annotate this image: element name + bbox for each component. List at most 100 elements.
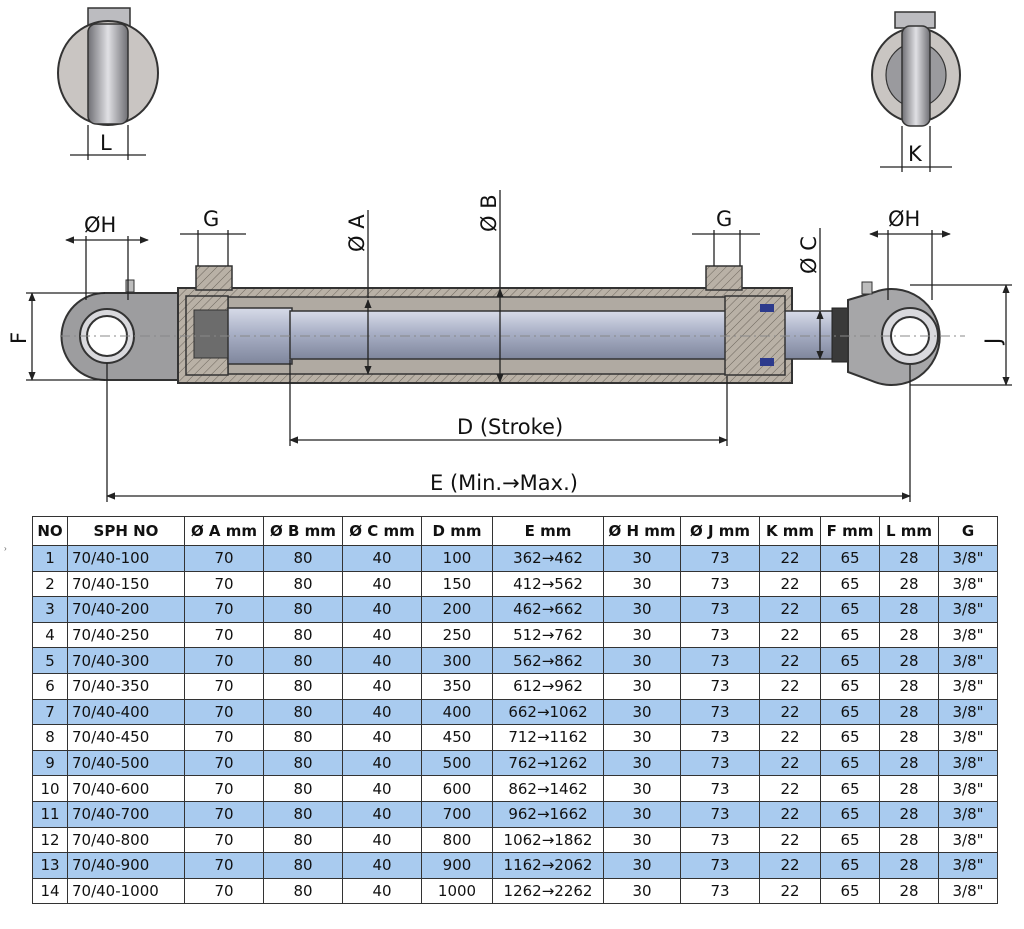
cell-l: 28 [879, 749, 939, 777]
cell-g: 3/8" [938, 545, 998, 572]
cell-b: 80 [263, 545, 343, 572]
cell-j: 73 [680, 775, 760, 802]
cell-j: 73 [680, 800, 760, 828]
cell-a: 70 [184, 647, 264, 674]
cell-f: 65 [820, 800, 880, 828]
cell-a: 70 [184, 545, 264, 572]
cell-no: 8 [32, 724, 68, 751]
cell-d: 300 [421, 647, 493, 674]
cell-f: 65 [820, 698, 880, 726]
cell-sph-no: 70/40-150 [67, 570, 185, 598]
cell-no: 3 [32, 596, 68, 623]
cell-b: 80 [263, 800, 343, 828]
cell-a: 70 [184, 852, 264, 879]
cell-d: 500 [421, 749, 493, 777]
cell-h: 30 [603, 826, 681, 854]
cell-h: 30 [603, 775, 681, 802]
cell-sph-no: 70/40-900 [67, 852, 185, 879]
cell-l: 28 [879, 647, 939, 674]
cell-k: 22 [759, 800, 821, 828]
dim-H-left: ØH [65, 213, 149, 300]
cell-f: 65 [820, 877, 880, 905]
header-j: Ø J mm [680, 516, 760, 546]
cell-j: 73 [680, 596, 760, 623]
dim-L: L [70, 125, 146, 160]
cell-k: 22 [759, 596, 821, 623]
cell-g: 3/8" [938, 698, 998, 726]
header-l: L mm [879, 516, 939, 546]
header-f: F mm [820, 516, 880, 546]
cell-b: 80 [263, 852, 343, 879]
cell-g: 3/8" [938, 724, 998, 751]
cell-l: 28 [879, 877, 939, 905]
cell-a: 70 [184, 877, 264, 905]
cell-d: 700 [421, 800, 493, 828]
cell-a: 70 [184, 570, 264, 598]
cell-f: 65 [820, 775, 880, 802]
cell-f: 65 [820, 596, 880, 623]
cell-b: 80 [263, 647, 343, 674]
header-sph-no: SPH NO [67, 516, 185, 546]
header-c: Ø C mm [342, 516, 422, 546]
cell-c: 40 [342, 800, 422, 828]
cell-h: 30 [603, 570, 681, 598]
cell-no: 12 [32, 826, 68, 854]
end-view-right [871, 11, 961, 127]
header-e: E mm [492, 516, 604, 546]
cell-e: 1162→2062 [492, 852, 604, 879]
cell-e: 612→962 [492, 672, 604, 700]
cell-h: 30 [603, 621, 681, 649]
cell-k: 22 [759, 647, 821, 674]
cell-j: 73 [680, 621, 760, 649]
label-F: F [7, 332, 31, 344]
cell-f: 65 [820, 570, 880, 598]
table-header-row: NO SPH NO Ø A mm Ø B mm Ø C mm D mm E mm… [32, 516, 998, 546]
label-K: K [908, 142, 923, 166]
cell-sph-no: 70/40-100 [67, 545, 185, 572]
cell-sph-no: 70/40-300 [67, 647, 185, 674]
cell-h: 30 [603, 596, 681, 623]
cell-j: 73 [680, 570, 760, 598]
header-a: Ø A mm [184, 516, 264, 546]
cell-g: 3/8" [938, 570, 998, 598]
cell-h: 30 [603, 698, 681, 726]
cell-no: 2 [32, 570, 68, 598]
cell-l: 28 [879, 621, 939, 649]
cell-j: 73 [680, 877, 760, 905]
cell-no: 11 [32, 800, 68, 828]
cell-b: 80 [263, 826, 343, 854]
cell-k: 22 [759, 570, 821, 598]
dim-F: F [7, 292, 105, 381]
cell-g: 3/8" [938, 800, 998, 828]
cell-c: 40 [342, 545, 422, 572]
cell-l: 28 [879, 800, 939, 828]
cell-j: 73 [680, 545, 760, 572]
dim-H-right: ØH [869, 207, 951, 300]
cell-h: 30 [603, 852, 681, 879]
cell-l: 28 [879, 672, 939, 700]
cell-d: 600 [421, 775, 493, 802]
cell-e: 1262→2262 [492, 877, 604, 905]
cell-j: 73 [680, 749, 760, 777]
cell-h: 30 [603, 647, 681, 674]
cell-b: 80 [263, 672, 343, 700]
cell-e: 562→862 [492, 647, 604, 674]
label-G-left: G [203, 207, 219, 231]
cell-f: 65 [820, 647, 880, 674]
cell-k: 22 [759, 724, 821, 751]
cell-f: 65 [820, 749, 880, 777]
label-C: Ø C [797, 236, 821, 274]
label-A: Ø A [345, 214, 369, 252]
cell-d: 350 [421, 672, 493, 700]
cell-g: 3/8" [938, 852, 998, 879]
cell-b: 80 [263, 621, 343, 649]
cylinder-drawing: L K [7, 7, 1012, 502]
cell-b: 80 [263, 877, 343, 905]
cell-a: 70 [184, 775, 264, 802]
